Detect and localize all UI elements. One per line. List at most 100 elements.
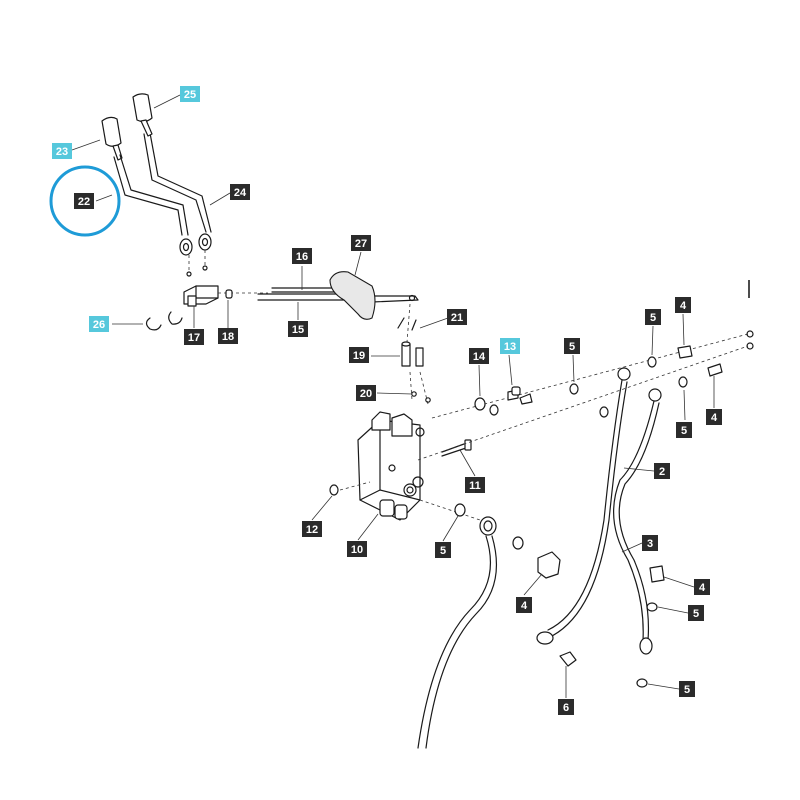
callout-11[interactable]: 11 <box>465 477 485 493</box>
callout-5a[interactable]: 5 <box>564 338 580 354</box>
callout-17-tag <box>184 329 204 345</box>
bolt-11 <box>441 439 472 457</box>
washers-5 <box>454 356 688 688</box>
callout-2[interactable]: 2 <box>654 463 670 479</box>
callout-20-tag <box>356 385 376 401</box>
callout-15[interactable]: 15 <box>288 321 308 337</box>
callout-4d[interactable]: 4 <box>694 579 710 595</box>
callout-26[interactable]: 26 <box>89 316 109 332</box>
callout-4b[interactable]: 4 <box>706 409 722 425</box>
callout-18-label: 18 <box>222 331 234 343</box>
callout-3-tag <box>642 535 658 551</box>
callout-4c-tag <box>516 597 532 613</box>
callout-27[interactable]: 27 <box>351 235 371 251</box>
callout-5b[interactable]: 5 <box>645 309 661 325</box>
callout-13-tag <box>500 338 520 354</box>
callout-23-tag <box>52 143 72 159</box>
callout-12-tag <box>302 521 322 537</box>
spacer-18 <box>225 289 233 299</box>
callout-5e-tag <box>688 605 704 621</box>
clip-26 <box>145 311 183 331</box>
callout-22[interactable]: 22 <box>74 193 94 209</box>
callout-5a-label: 5 <box>569 341 575 353</box>
highlight-ring <box>49 165 121 237</box>
fitting-6 <box>559 651 577 667</box>
callout-14[interactable]: 14 <box>469 348 489 364</box>
callout-20-label: 20 <box>360 388 372 400</box>
pipes-2-3 <box>536 367 662 655</box>
callout-6-tag <box>558 699 574 715</box>
lever-25 <box>132 93 212 271</box>
callout-3-label: 3 <box>647 538 653 550</box>
callout-25-label: 25 <box>184 89 196 101</box>
screws-13-14 <box>474 386 533 416</box>
callout-4a-tag <box>675 297 691 313</box>
callout-5d[interactable]: 5 <box>435 542 451 558</box>
callout-19[interactable]: 19 <box>349 347 369 363</box>
callout-4a[interactable]: 4 <box>675 297 691 313</box>
plate-27 <box>329 271 376 320</box>
callout-5b-label: 5 <box>650 312 656 324</box>
callout-20[interactable]: 20 <box>356 385 376 401</box>
valve-10 <box>357 411 425 521</box>
callout-5d-tag <box>435 542 451 558</box>
callout-17[interactable]: 17 <box>184 329 204 345</box>
callout-21-tag <box>447 309 467 325</box>
callout-18-tag <box>218 328 238 344</box>
edge-mark <box>746 330 754 338</box>
callout-4b-tag <box>706 409 722 425</box>
callout-10-tag <box>347 541 367 557</box>
callout-4a-label: 4 <box>680 300 687 312</box>
lever-23 <box>101 116 193 277</box>
callout-5b-tag <box>645 309 661 325</box>
callouts: 22 23 25 24 26 17 18 16 27 15 21 19 20 1… <box>52 86 722 715</box>
linkage-21 <box>397 303 417 343</box>
callout-22-tag <box>74 193 94 209</box>
washer-12 <box>329 484 339 496</box>
callout-6[interactable]: 6 <box>558 699 574 715</box>
callout-25[interactable]: 25 <box>180 86 200 102</box>
callout-16-tag <box>292 248 312 264</box>
callout-5c[interactable]: 5 <box>676 422 692 438</box>
callout-4b-label: 4 <box>711 412 718 424</box>
callout-4d-label: 4 <box>699 582 706 594</box>
callout-11-tag <box>465 477 485 493</box>
callout-21[interactable]: 21 <box>447 309 467 325</box>
banjo-bolts-4 <box>537 345 723 583</box>
callout-27-label: 27 <box>355 238 367 250</box>
callout-2-label: 2 <box>659 466 665 478</box>
callout-6-label: 6 <box>563 702 569 714</box>
callout-5c-label: 5 <box>681 425 687 437</box>
callout-3[interactable]: 3 <box>642 535 658 551</box>
callout-24[interactable]: 24 <box>230 184 250 200</box>
callout-16[interactable]: 16 <box>292 248 312 264</box>
callout-10-label: 10 <box>351 544 363 556</box>
callout-12[interactable]: 12 <box>302 521 322 537</box>
callout-26-tag <box>89 316 109 332</box>
callout-5e-label: 5 <box>693 608 699 620</box>
link-19 <box>401 341 431 405</box>
callout-13[interactable]: 13 <box>500 338 520 354</box>
edge-mark <box>746 342 754 350</box>
callout-17-label: 17 <box>188 332 200 344</box>
callout-14-tag <box>469 348 489 364</box>
callout-10[interactable]: 10 <box>347 541 367 557</box>
callout-23[interactable]: 23 <box>52 143 72 159</box>
callout-5d-label: 5 <box>440 545 446 557</box>
callout-5a-tag <box>564 338 580 354</box>
callout-21-label: 21 <box>451 312 463 324</box>
callout-2-tag <box>654 463 670 479</box>
callout-5e[interactable]: 5 <box>688 605 704 621</box>
callout-19-tag <box>349 347 369 363</box>
callout-4c[interactable]: 4 <box>516 597 532 613</box>
callout-5f[interactable]: 5 <box>679 681 695 697</box>
pipe-main <box>417 516 498 749</box>
callout-23-label: 23 <box>56 146 68 158</box>
callout-15-label: 15 <box>292 324 304 336</box>
callout-4d-tag <box>694 579 710 595</box>
callout-19-label: 19 <box>353 350 365 362</box>
callout-12-label: 12 <box>306 524 318 536</box>
callout-18[interactable]: 18 <box>218 328 238 344</box>
callout-14-label: 14 <box>473 351 486 363</box>
